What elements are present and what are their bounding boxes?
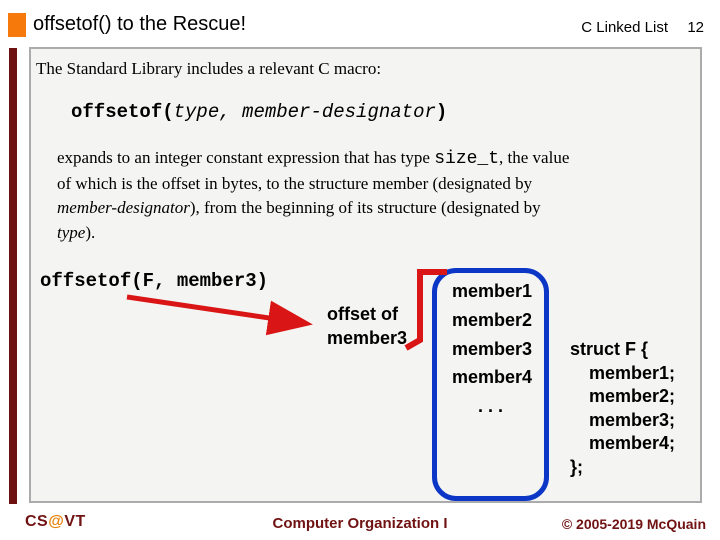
footer-vt: VT	[64, 513, 86, 530]
member-row: member2	[452, 309, 533, 330]
paragraph-run: size_t	[434, 149, 500, 169]
struct-definition: struct F { member1; member2; member3; member…	[570, 338, 675, 479]
left-accent-bar	[9, 48, 17, 504]
struct-code-line: member4;	[589, 433, 676, 453]
macro-keyword: offsetof(	[71, 101, 174, 123]
slide-title: offsetof() to the Rescue!	[33, 13, 247, 35]
member-row: member4	[452, 367, 533, 388]
paragraph-run: of which is the offset in bytes, to the …	[57, 173, 533, 193]
footer-cs: CS	[25, 513, 49, 530]
paragraph-run: , the value	[499, 148, 570, 167]
intro-text: The Standard Library includes a relevant…	[36, 59, 382, 78]
paragraph-run: type	[57, 222, 86, 242]
footer-dept-logo: CS@VT	[25, 513, 86, 531]
offset-label: offset of member3	[327, 302, 407, 350]
struct-code-line: member1;	[589, 362, 676, 383]
paragraph-run: member-designator	[57, 198, 190, 217]
offset-label-line2: member3	[327, 328, 408, 348]
struct-code-line: };	[570, 456, 583, 477]
struct-code-line: member3;	[589, 409, 676, 430]
paragraph-run: expands to an integer constant expressio…	[57, 148, 435, 167]
title-bullet-square	[8, 13, 26, 37]
description-paragraph: expands to an integer constant expressio…	[57, 146, 687, 245]
paragraph-run: ), from the beginning of its structure (…	[189, 198, 541, 217]
struct-code-line: struct F {	[570, 339, 649, 359]
member-row: member3	[452, 338, 533, 359]
example-code: offsetof(F, member3)	[40, 270, 269, 292]
page-number: 12	[687, 19, 704, 36]
member-row: member1	[452, 281, 533, 301]
struct-memory-box: member1 member2 member3 member4 . . .	[432, 268, 549, 501]
macro-arguments: type, member-designator	[173, 101, 436, 123]
struct-code-line: member2;	[589, 386, 676, 406]
paragraph-run: ).	[85, 222, 96, 242]
footer-copyright: © 2005-2019 McQuain	[561, 516, 706, 532]
footer-at: @	[48, 513, 65, 530]
offset-label-line1: offset of	[327, 304, 398, 324]
footer-course-title: Computer Organization I	[272, 515, 448, 532]
course-tag: C Linked List	[581, 19, 668, 36]
macro-close-paren: )	[435, 101, 448, 123]
member-row: . . .	[477, 396, 503, 417]
content-panel	[29, 47, 702, 503]
macro-syntax-code: offsetof(type, member-designator)	[71, 101, 447, 123]
